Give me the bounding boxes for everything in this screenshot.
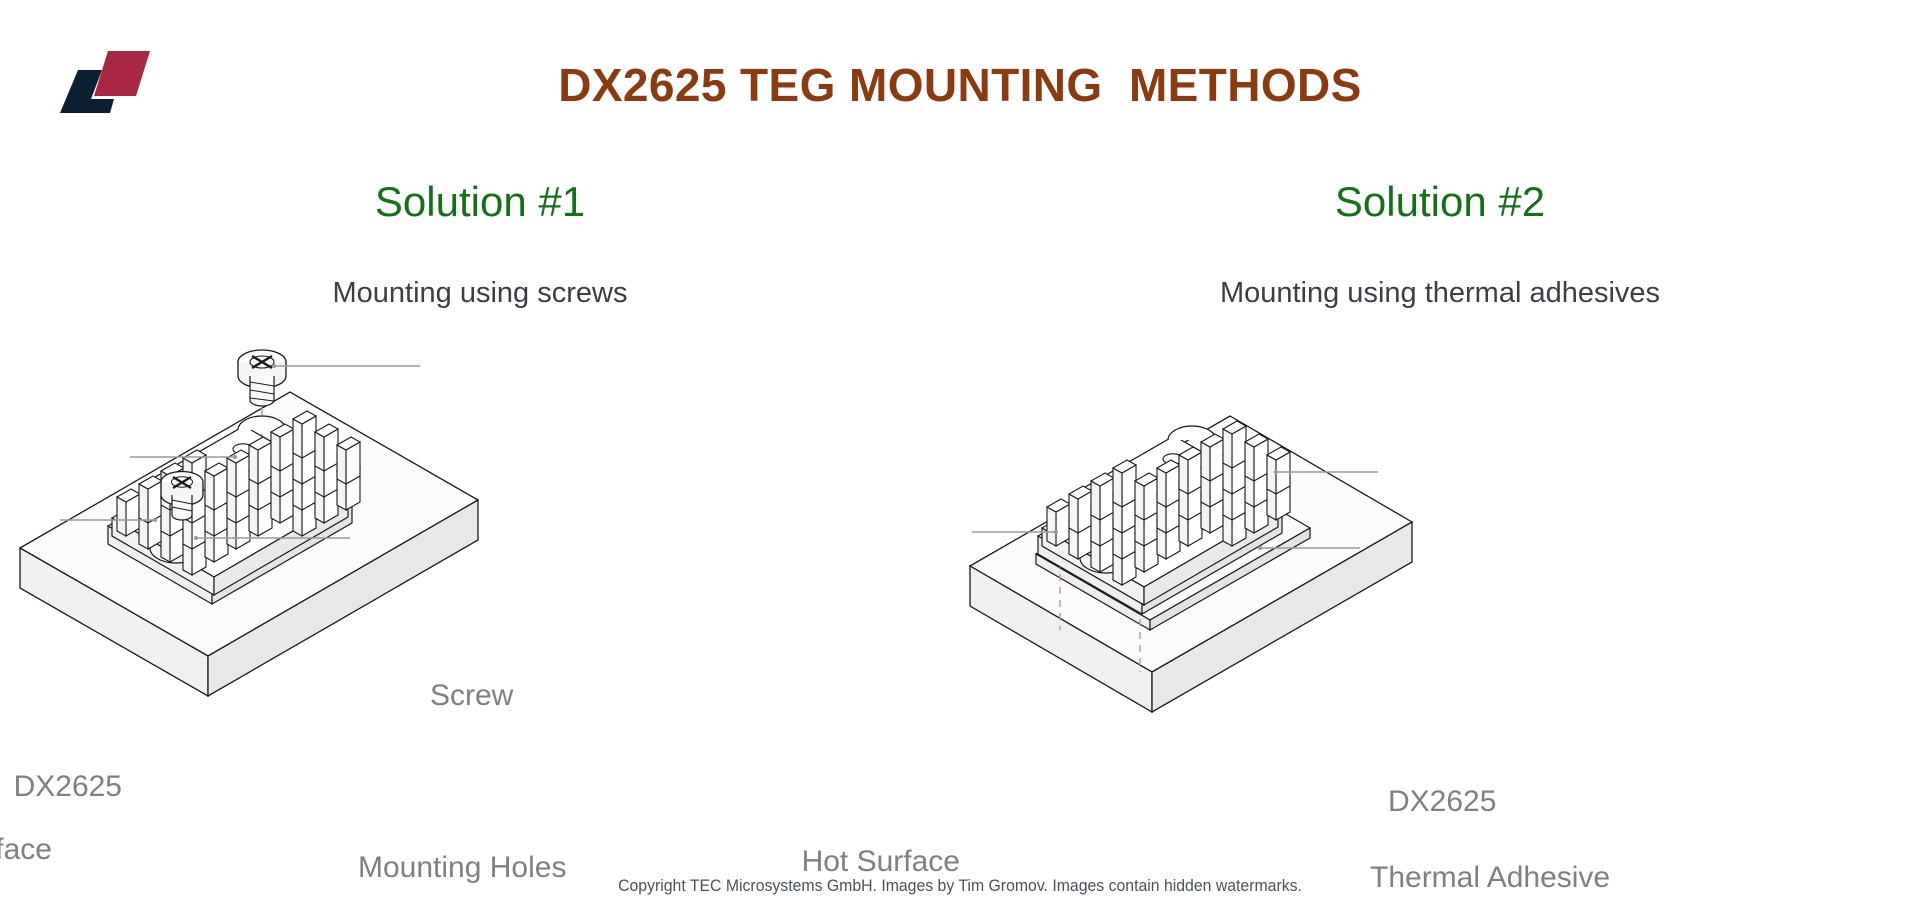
label-mounting-holes: Mounting Holes — [358, 851, 567, 884]
solution-1-subtitle: Mounting using screws — [332, 277, 628, 309]
screw-top — [237, 349, 287, 407]
tec-microsystems-logo — [58, 46, 154, 118]
label-hot-surface: Hot Surface — [801, 845, 960, 878]
copyright-footer: Copyright TEC Microsystems GmbH. Images … — [618, 876, 1302, 895]
dx2625-module — [1036, 420, 1291, 616]
solution-1-heading: Solution #1 — [374, 178, 586, 225]
leader-lines — [972, 470, 1378, 550]
label-hot-surface: Hot Surface — [0, 833, 52, 866]
leader-lines — [60, 364, 420, 540]
label-dx2625: DX2625 — [13, 770, 122, 803]
solution-2-subtitle: Mounting using thermal adhesives — [1219, 277, 1661, 309]
label-screw: Screw — [430, 679, 514, 712]
solution-2-panel: Solution #2 Mounting using thermal adhes… — [802, 0, 1920, 900]
solution-1-diagram: Screw DX2625 Hot Surface Mounting Holes — [0, 330, 960, 883]
label-thermal-adhesive: Thermal Adhesive — [1370, 861, 1611, 894]
solution-2-diagram: DX2625 Hot Surface Thermal Adhesive — [802, 330, 1920, 893]
page-title: DX2625 TEG MOUNTING METHODS — [558, 59, 1362, 111]
solution-1-panel: Solution #1 Mounting using screws — [0, 178, 960, 883]
label-dx2625: DX2625 — [1388, 785, 1497, 818]
screw-front — [160, 470, 204, 521]
solution-2-heading: Solution #2 — [1334, 178, 1546, 225]
